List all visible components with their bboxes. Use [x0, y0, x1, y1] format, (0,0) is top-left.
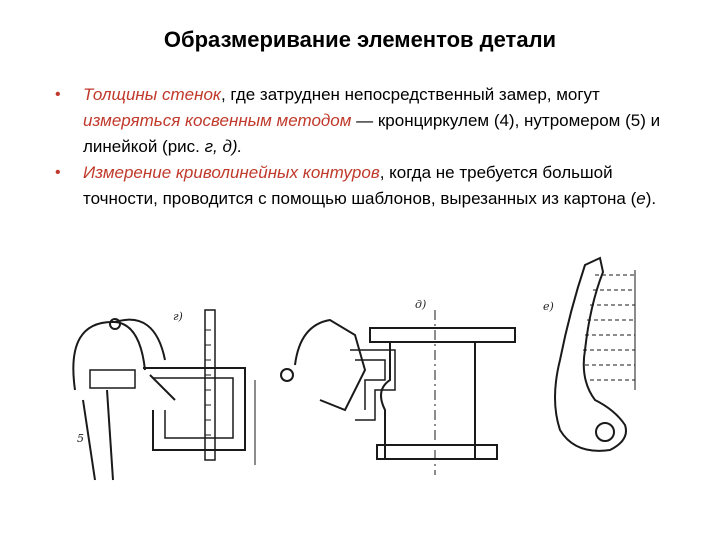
bullet-item-wall-thickness: • Толщины стенок, где затруднен непосред…: [55, 82, 675, 160]
template-drawing: [554, 256, 636, 452]
figure-reference: г, д).: [204, 137, 243, 156]
bullet-item-curved-contours: • Измерение криволинейных контуров, когд…: [55, 160, 675, 212]
figure-label-g: г): [173, 310, 183, 323]
figure-label-d: д): [415, 298, 426, 311]
slide-title: Образмеривание элементов детали: [163, 27, 557, 52]
caliper-drawing: [72, 318, 176, 481]
bullet-text: , где затруднен непосредственный замер, …: [220, 85, 600, 104]
figure-label-e: е): [543, 300, 554, 313]
bullet-dot-icon: •: [55, 164, 61, 181]
part-section-g: [143, 309, 256, 465]
bullet-list: • Толщины стенок, где затруднен непосред…: [55, 82, 675, 212]
bullet-text: , когда не требуется большой точности, п…: [83, 163, 637, 208]
term-indirect-method: измеряться косвенным методом: [83, 111, 352, 130]
part-section-d: [280, 310, 516, 475]
bullet-text: — кронциркулем (4), нутромером (5) и лин…: [83, 111, 661, 156]
term-wall-thickness: Толщины стенок: [83, 85, 221, 104]
term-curved-contours: Измерение криволинейных контуров: [83, 163, 380, 182]
figure-reference: е: [636, 189, 646, 208]
figure-label-5: 5: [77, 432, 84, 445]
bullet-dot-icon: •: [55, 86, 61, 103]
bullet-text: ).: [645, 189, 657, 208]
measurement-figure: г) д) е) 5: [72, 256, 636, 481]
